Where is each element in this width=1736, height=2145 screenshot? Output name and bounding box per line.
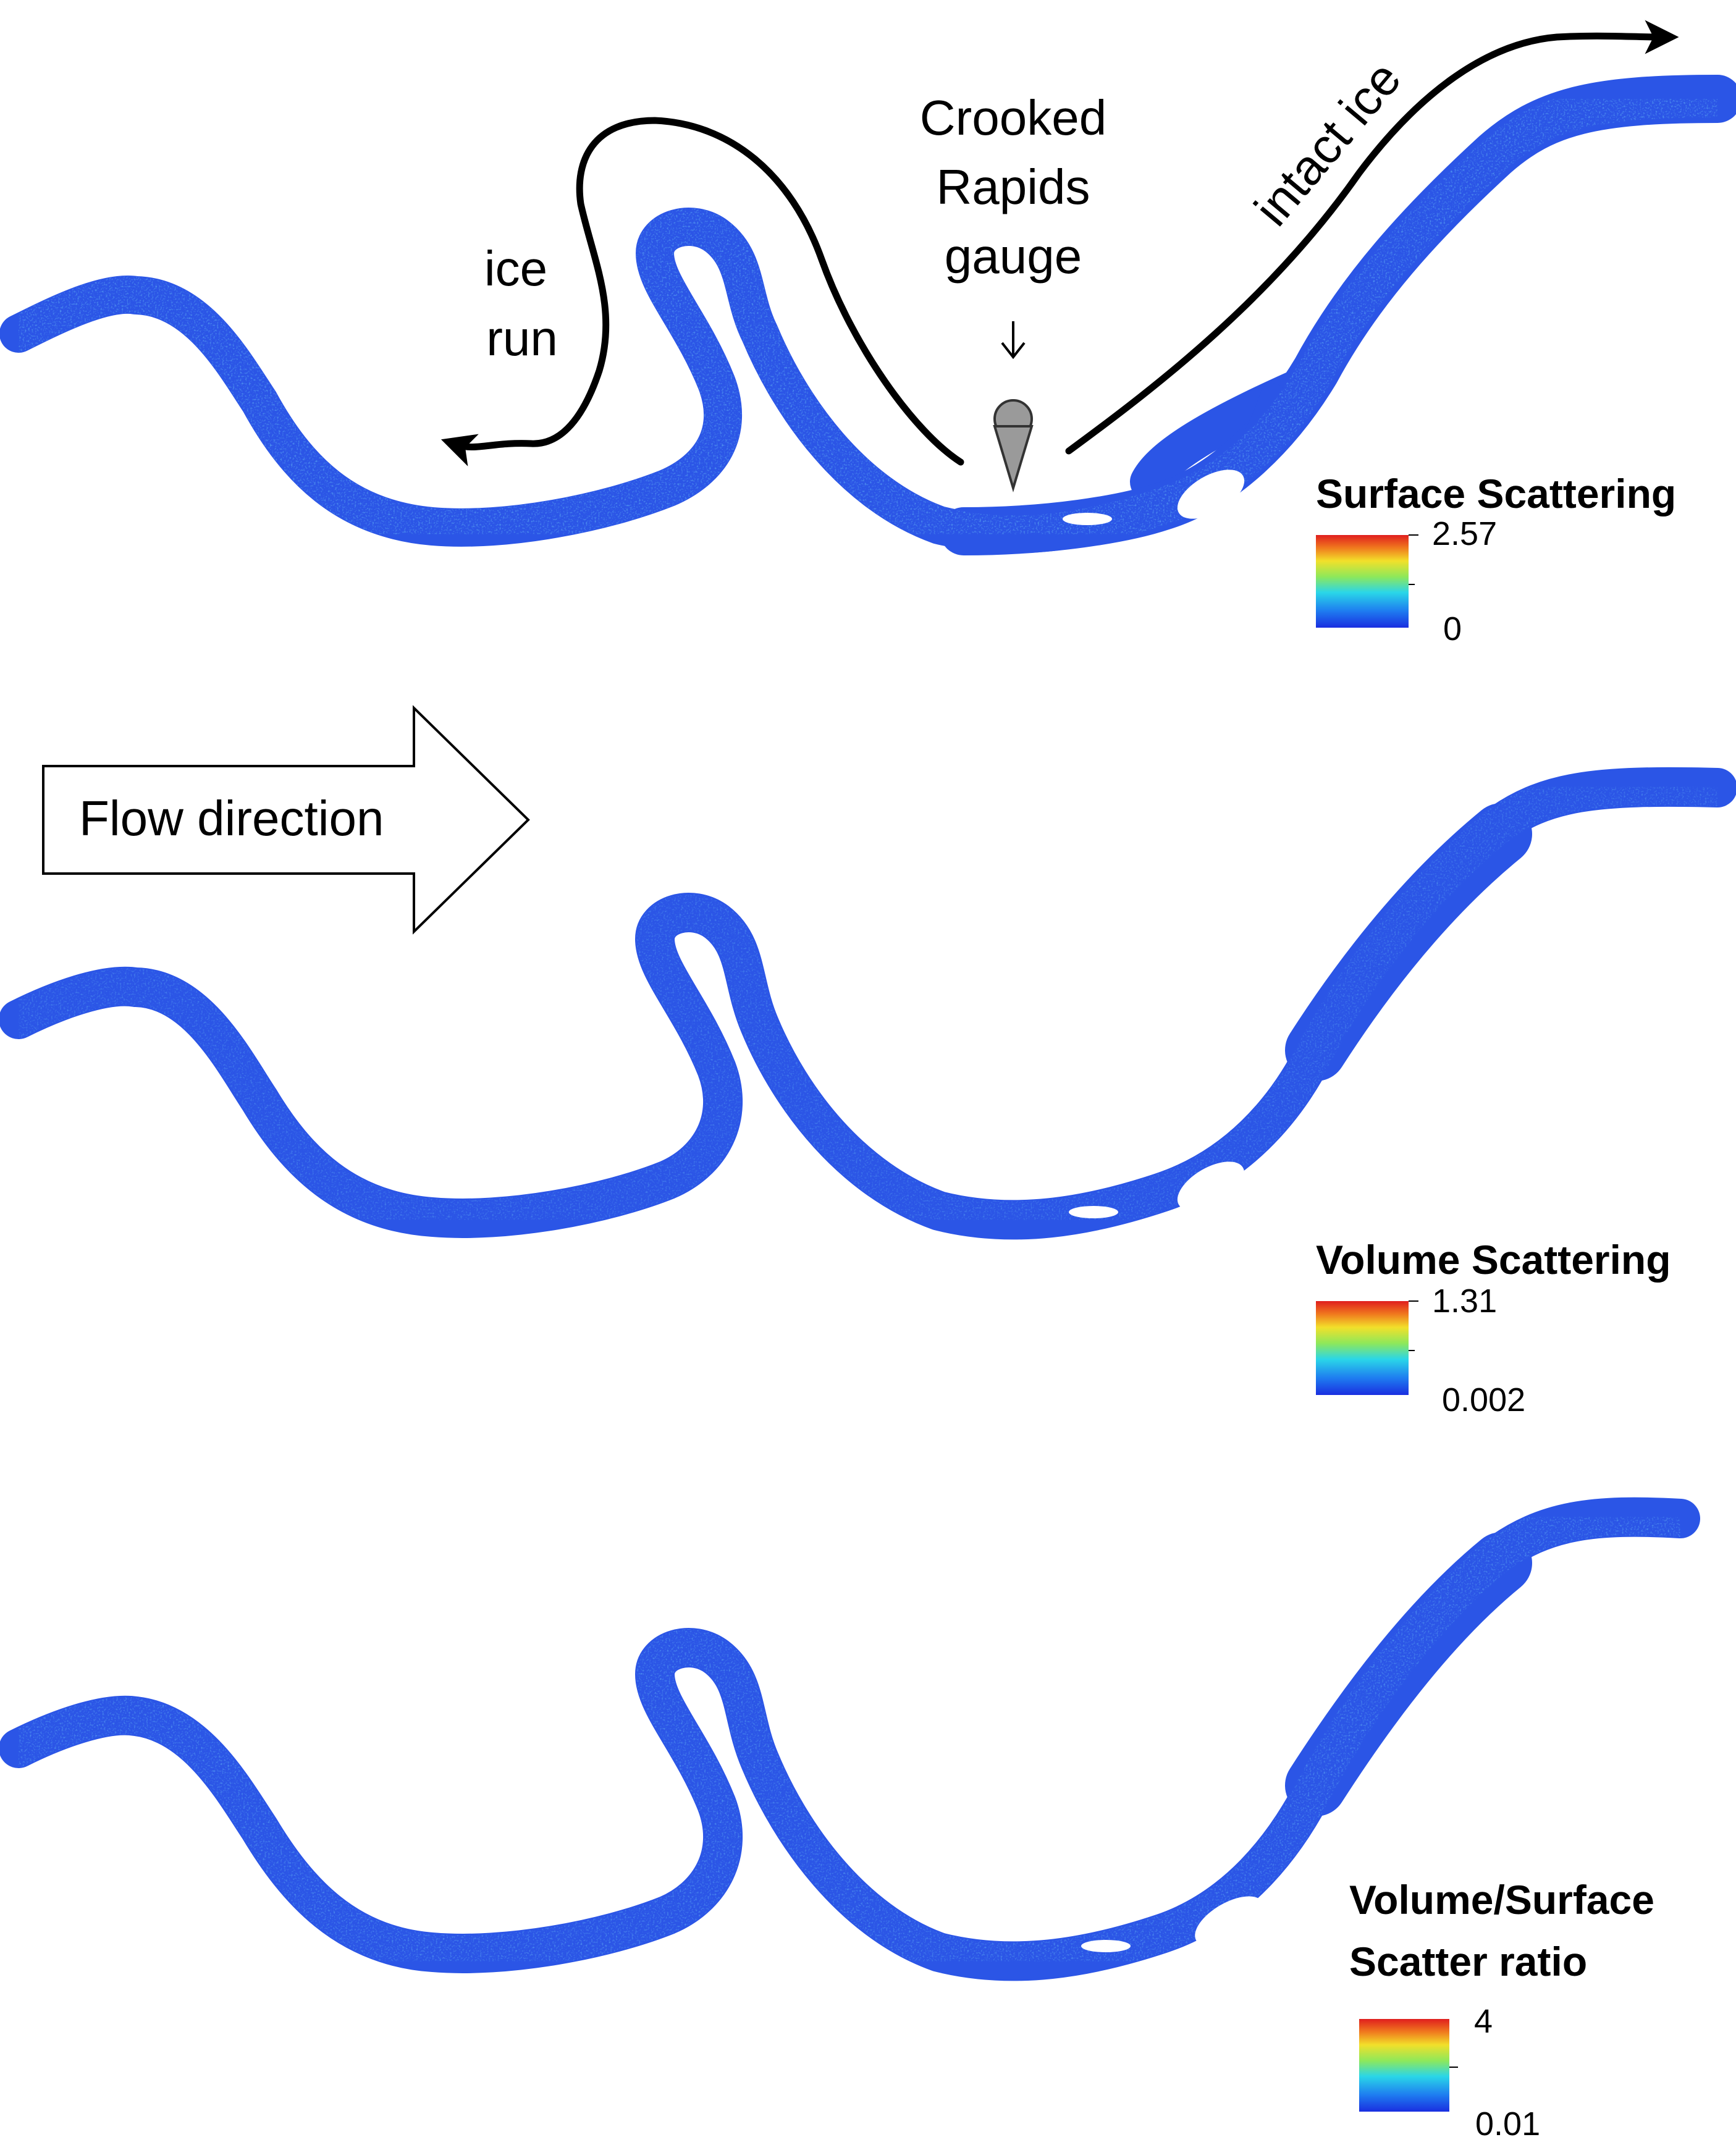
flow-direction-arrow: Flow direction	[42, 705, 530, 935]
legend-max-value: 4	[1474, 2003, 1493, 2040]
gauge-marker-icon	[993, 399, 1034, 492]
ice-run-label-line1: ice	[484, 241, 547, 296]
legend-surface: Surface Scattering 2.57 0	[1316, 471, 1676, 647]
legend-min-value: 0	[1443, 610, 1462, 647]
panel-ratio: Volume/Surface Scatter ratio 4 0.01	[0, 1497, 1700, 2143]
legend-color-ramp	[1316, 1301, 1409, 1395]
legend-color-ramp	[1316, 535, 1409, 628]
intact-ice-arrow	[1065, 20, 1679, 455]
legend-min-value: 0.002	[1442, 1381, 1525, 1418]
legend-color-ramp	[1359, 2019, 1449, 2112]
gauge-label-line1: Crooked	[920, 90, 1106, 145]
panel-surface: ice run Crooked Rapids gauge intact ice …	[0, 20, 1736, 647]
ice-run-arrow	[440, 117, 964, 466]
river-channel	[0, 75, 1736, 555]
panel-volume: Volume Scattering 1.31 0.002	[0, 767, 1736, 1418]
legend-max-value: 2.57	[1432, 515, 1497, 552]
legend-max-value: 1.31	[1432, 1283, 1497, 1320]
legend-ratio: Volume/Surface Scatter ratio 4 0.01	[1349, 1877, 1654, 2143]
legend-min-value: 0.01	[1475, 2105, 1540, 2143]
gauge-label-line2: Rapids	[936, 159, 1090, 214]
river-channel	[0, 1497, 1700, 1981]
flow-direction-label: Flow direction	[79, 791, 384, 846]
gauge-label-line3: gauge	[945, 229, 1082, 284]
ice-run-label-line2: run	[486, 311, 558, 366]
legend-volume: Volume Scattering 1.31 0.002	[1316, 1237, 1671, 1418]
river-channel	[0, 767, 1736, 1240]
legend-title: Surface Scattering	[1316, 471, 1676, 516]
legend-title-line1: Volume/Surface	[1349, 1877, 1654, 1923]
legend-title-line2: Scatter ratio	[1349, 1939, 1587, 1984]
gauge-pointer-arrow	[1001, 321, 1026, 360]
legend-title: Volume Scattering	[1316, 1237, 1671, 1283]
